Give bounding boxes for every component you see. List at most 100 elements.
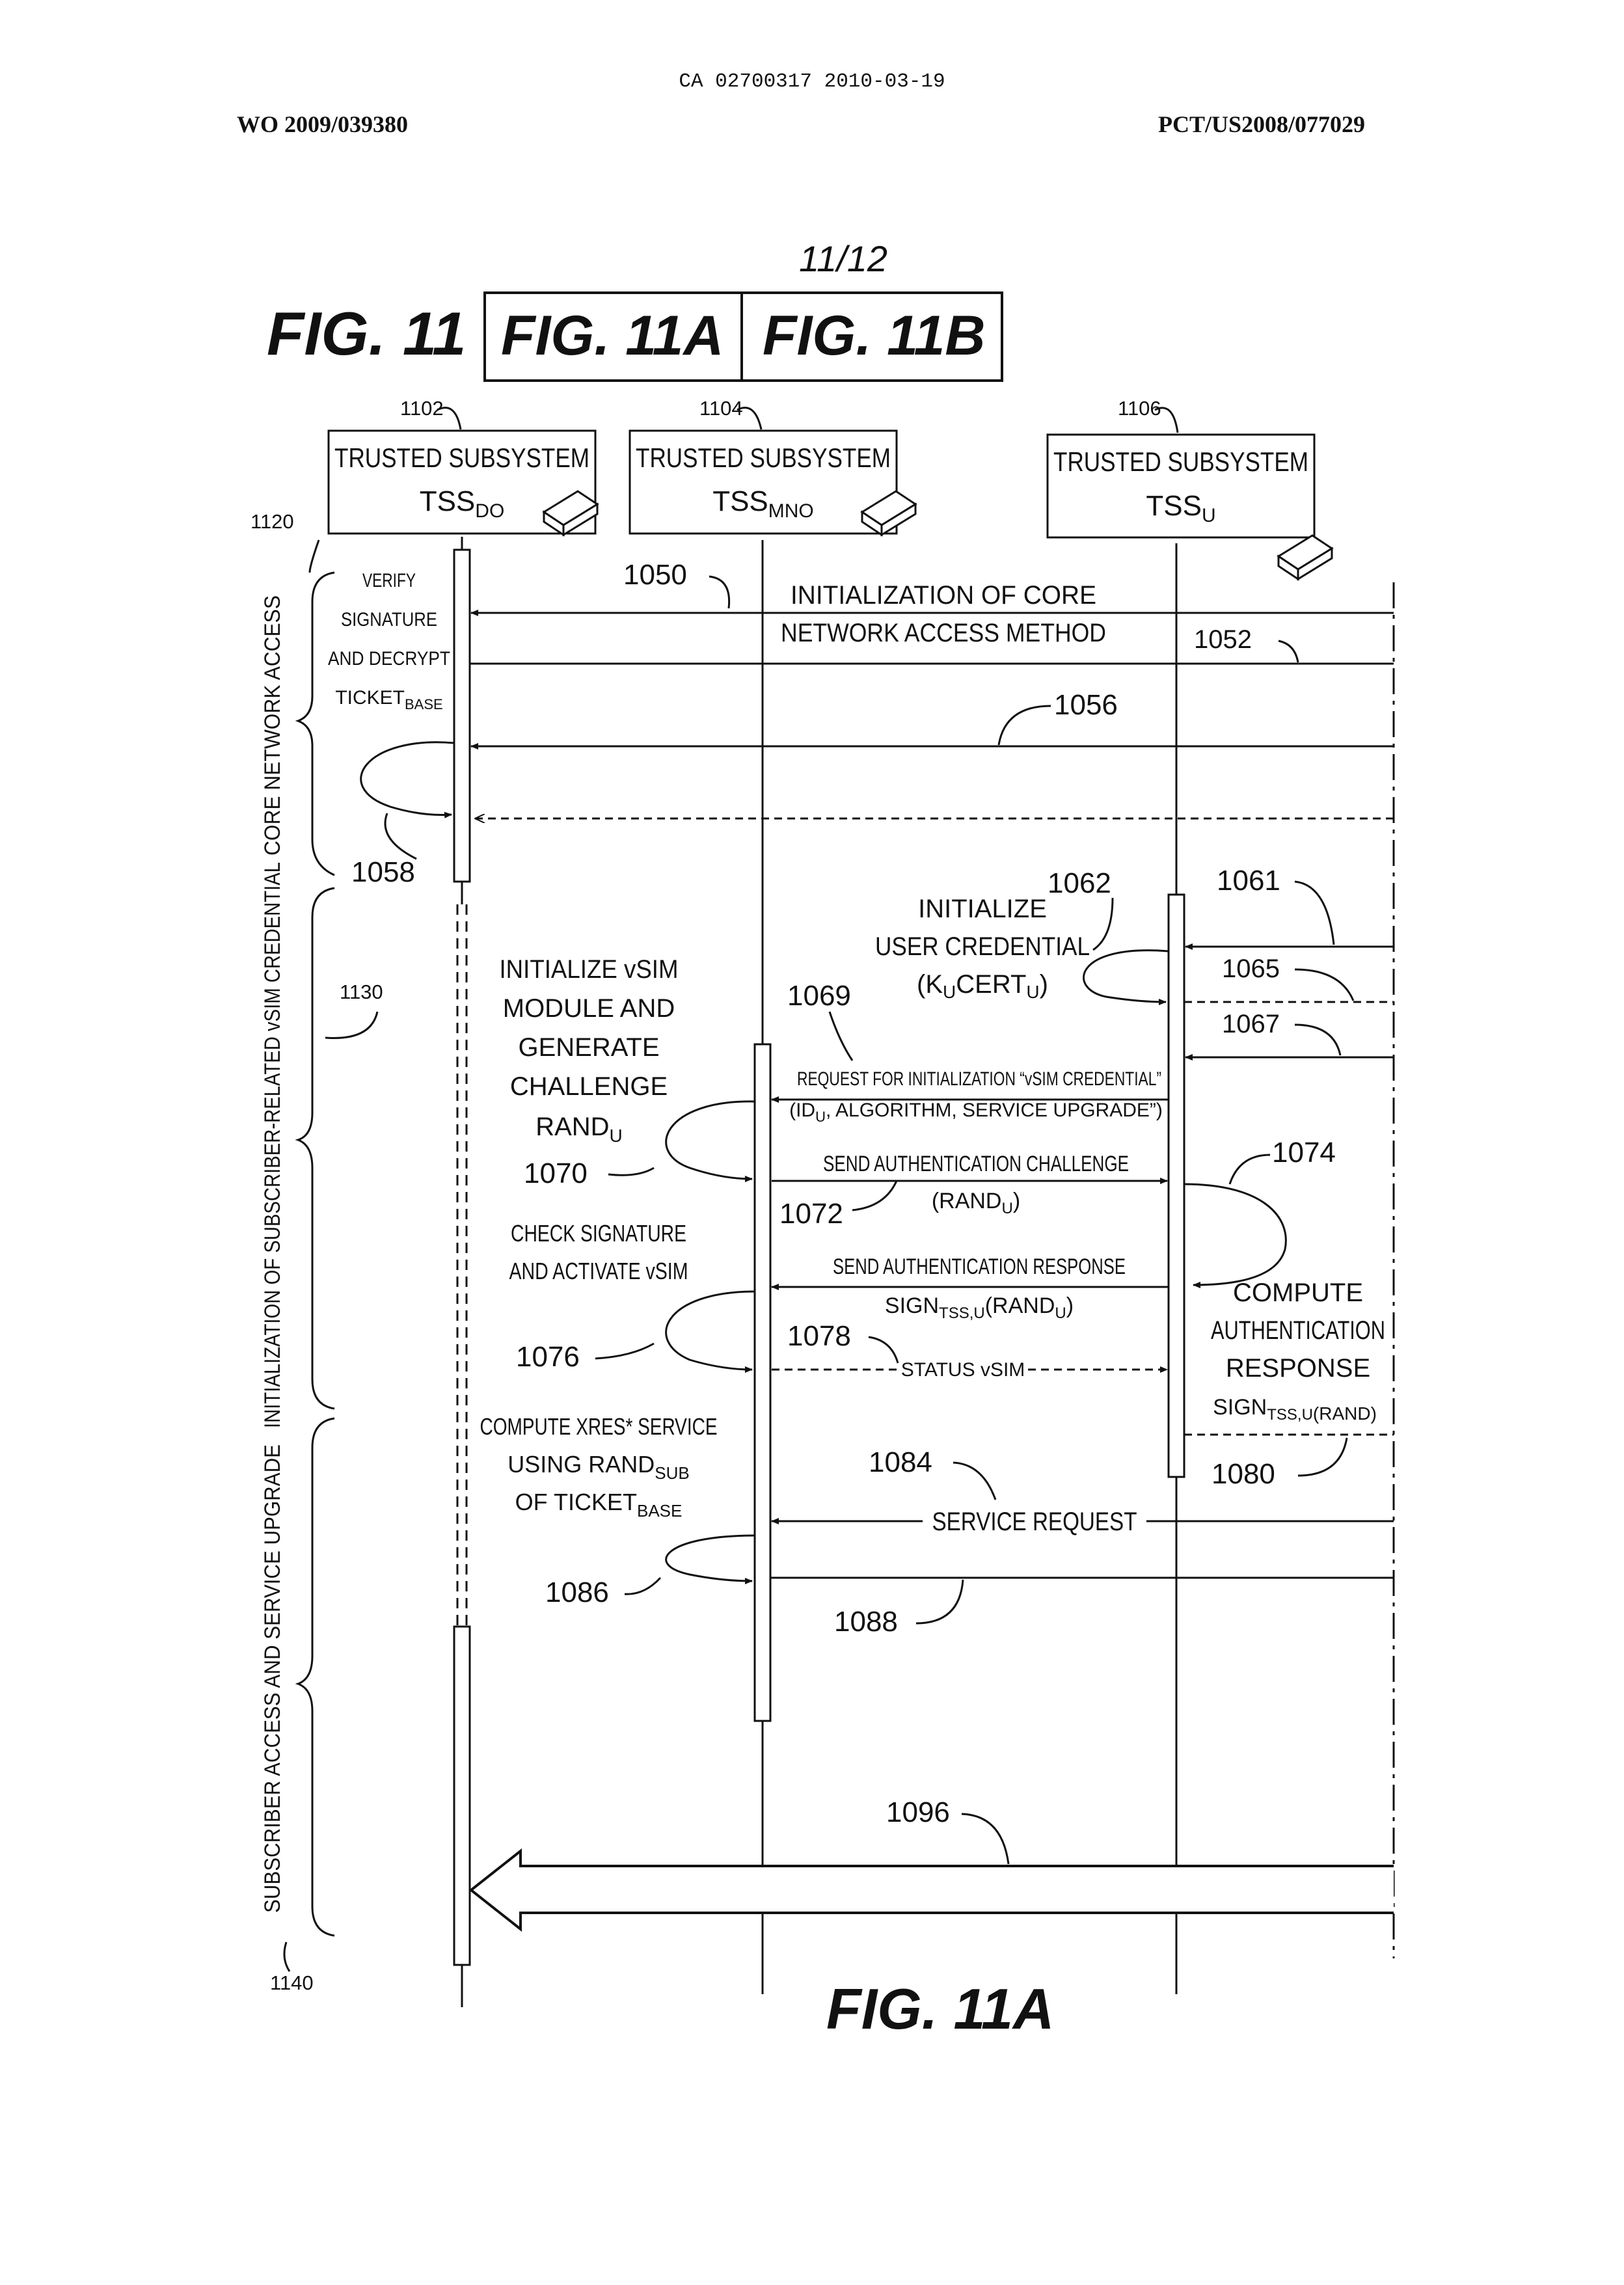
init-vsim-note: INITIALIZE vSIM MODULE AND GENERATE CHAL… <box>500 955 679 1146</box>
page-number: 11/12 <box>799 238 887 279</box>
self-loop-1076: 1076 <box>516 1291 755 1373</box>
note-line: USING RANDSUB <box>508 1451 690 1483</box>
note-line: OF TICKETBASE <box>515 1489 683 1521</box>
phase-vsim-credential: 1130 INITIALIZATION OF SUBSCRIBER-RELATE… <box>260 862 383 1428</box>
phase-label-core: CORE NETWORK ACCESS <box>260 595 285 856</box>
ref-1050: 1050 <box>623 559 687 591</box>
compute-xres-note: COMPUTE XRES* SERVICE USING RANDSUB OF T… <box>480 1413 718 1521</box>
ref-1084: 1084 <box>869 1446 932 1478</box>
entity-title-tss-mno: TRUSTED SUBSYSTEM <box>636 442 891 473</box>
note-line: AND DECRYPT <box>328 648 450 669</box>
note-line: RANDU <box>535 1113 623 1146</box>
ref-1067: 1067 <box>1222 1010 1280 1038</box>
ref-1096: 1096 <box>886 1796 950 1828</box>
entity-title-tss-u: TRUSTED SUBSYSTEM <box>1053 446 1308 477</box>
figure-caption: FIG. 11A <box>826 1977 1054 2041</box>
ref-1102: 1102 <box>400 397 444 420</box>
ref-1052: 1052 <box>1194 625 1252 654</box>
self-loop-1086: 1086 <box>545 1535 755 1608</box>
message-1065: 1065 <box>1184 954 1394 1002</box>
ref-1076: 1076 <box>516 1341 580 1373</box>
ref-1058: 1058 <box>351 856 415 888</box>
message-1096: 1096 <box>471 1796 1394 1929</box>
compute-auth-note: COMPUTE AUTHENTICATION RESPONSE SIGNTSS,… <box>1211 1278 1385 1424</box>
entity-box-tss-u: 1106 TRUSTED SUBSYSTEM TSSU <box>1048 397 1332 579</box>
label-initialize: INITIALIZE <box>918 895 1047 923</box>
label-rand-u: (RANDU) <box>932 1189 1020 1217</box>
entity-box-tss-do: 1102 TRUSTED SUBSYSTEM TSSDO <box>329 397 597 535</box>
note-line: MODULE AND <box>503 994 675 1023</box>
phase-label-vsim: INITIALIZATION OF SUBSCRIBER-RELATED vSI… <box>260 862 285 1428</box>
message-service-request: SERVICE REQUEST 1084 <box>772 1446 1394 1536</box>
label-init-core-2: NETWORK ACCESS METHOD <box>781 619 1106 647</box>
ref-1130: 1130 <box>340 980 383 1003</box>
label-request-1: REQUEST FOR INITIALIZATION “vSIM CREDENT… <box>797 1068 1161 1090</box>
ref-1061: 1061 <box>1217 865 1280 897</box>
ref-1106: 1106 <box>1118 397 1161 420</box>
figure-title: FIG. 11 <box>267 299 466 368</box>
note-line: CHALLENGE <box>510 1072 668 1101</box>
label-kucert: (KUCERTU) <box>917 970 1048 1002</box>
ref-1062: 1062 <box>1048 867 1111 899</box>
phase-label-subscriber: SUBSCRIBER ACCESS AND SERVICE UPGRADE <box>260 1444 285 1913</box>
label-send-response: SEND AUTHENTICATION RESPONSE <box>833 1254 1126 1279</box>
ref-1086: 1086 <box>545 1576 609 1608</box>
activation-bar-tss-mno <box>755 1044 770 1721</box>
ref-1056: 1056 <box>1054 689 1118 721</box>
note-line: COMPUTE <box>1233 1278 1363 1307</box>
phase-subscriber-access: 1140 SUBSCRIBER ACCESS AND SERVICE UPGRA… <box>260 1418 334 1994</box>
activation-bar-tss-do-1 <box>454 550 470 882</box>
note-line: RESPONSE <box>1226 1354 1370 1383</box>
note-line: VERIFY <box>362 570 416 591</box>
note-line: GENERATE <box>518 1033 659 1062</box>
note-line: SIGNTSS,U(RAND) <box>1213 1395 1377 1424</box>
message-1050: 1050 INITIALIZATION OF CORE NETWORK ACCE… <box>471 559 1394 647</box>
note-line: AND ACTIVATE vSIM <box>509 1258 688 1284</box>
ref-1104: 1104 <box>699 397 743 420</box>
note-line: CHECK SIGNATURE <box>511 1220 686 1247</box>
message-1088: 1088 <box>770 1578 1394 1638</box>
note-line: INITIALIZE vSIM <box>500 955 679 984</box>
label-send-challenge: SEND AUTHENTICATION CHALLENGE <box>823 1152 1129 1176</box>
terminal-icon <box>1279 535 1332 579</box>
figure-key-part-a: FIG. 11A <box>501 304 724 367</box>
message-send-challenge: SEND AUTHENTICATION CHALLENGE (RANDU) 10… <box>772 1152 1167 1230</box>
message-1080: 1080 <box>1184 1435 1394 1490</box>
label-status-vsim: STATUS vSIM <box>901 1359 1025 1381</box>
figure-key-part-b: FIG. 11B <box>763 304 986 367</box>
note-line: SIGNATURE <box>341 609 437 630</box>
ref-1074: 1074 <box>1272 1137 1336 1169</box>
ref-1088: 1088 <box>834 1606 898 1638</box>
message-1067: 1067 <box>1185 1010 1394 1057</box>
label-sign-response: SIGNTSS,U(RANDU) <box>885 1293 1074 1322</box>
message-status-vsim: STATUS vSIM 1078 <box>772 1320 1167 1381</box>
entity-title-tss-do: TRUSTED SUBSYSTEM <box>334 442 589 473</box>
label-init-core-1: INITIALIZATION OF CORE <box>791 581 1096 610</box>
verify-signature-note: VERIFY SIGNATURE AND DECRYPT TICKETBASE <box>328 570 450 712</box>
entity-box-tss-mno: 1104 TRUSTED SUBSYSTEM TSSMNO <box>630 397 915 535</box>
activation-bar-tss-u <box>1169 895 1184 1477</box>
message-send-response: SEND AUTHENTICATION RESPONSE SIGNTSS,U(R… <box>772 1254 1169 1322</box>
ref-1065: 1065 <box>1222 954 1280 983</box>
message-request-vsim: 1069 REQUEST FOR INITIALIZATION “vSIM CR… <box>772 980 1169 1125</box>
ref-1072: 1072 <box>779 1198 843 1230</box>
label-request-2: (IDU, ALGORITHM, SERVICE UPGRADE”) <box>789 1100 1163 1125</box>
ref-1120: 1120 <box>250 510 294 533</box>
phase-core-network-access: 1120 CORE NETWORK ACCESS <box>250 510 334 875</box>
message-1061: 1061 <box>1185 865 1394 947</box>
note-line: COMPUTE XRES* SERVICE <box>480 1413 718 1440</box>
note-line: TICKETBASE <box>335 687 442 712</box>
init-user-credential: INITIALIZE USER CREDENTIAL (KUCERTU) 106… <box>875 867 1169 1002</box>
note-line: AUTHENTICATION <box>1211 1316 1385 1345</box>
ref-1080: 1080 <box>1211 1458 1275 1490</box>
message-1056: 1056 <box>471 689 1394 746</box>
self-loop-1074: 1074 <box>1184 1137 1336 1285</box>
check-signature-note: CHECK SIGNATURE AND ACTIVATE vSIM <box>509 1220 688 1284</box>
ref-1070: 1070 <box>524 1157 588 1189</box>
activation-bar-tss-do-2 <box>454 1627 470 1965</box>
label-service-request: SERVICE REQUEST <box>932 1508 1137 1536</box>
ref-1078: 1078 <box>787 1320 851 1352</box>
label-user-credential: USER CREDENTIAL <box>875 932 1090 961</box>
